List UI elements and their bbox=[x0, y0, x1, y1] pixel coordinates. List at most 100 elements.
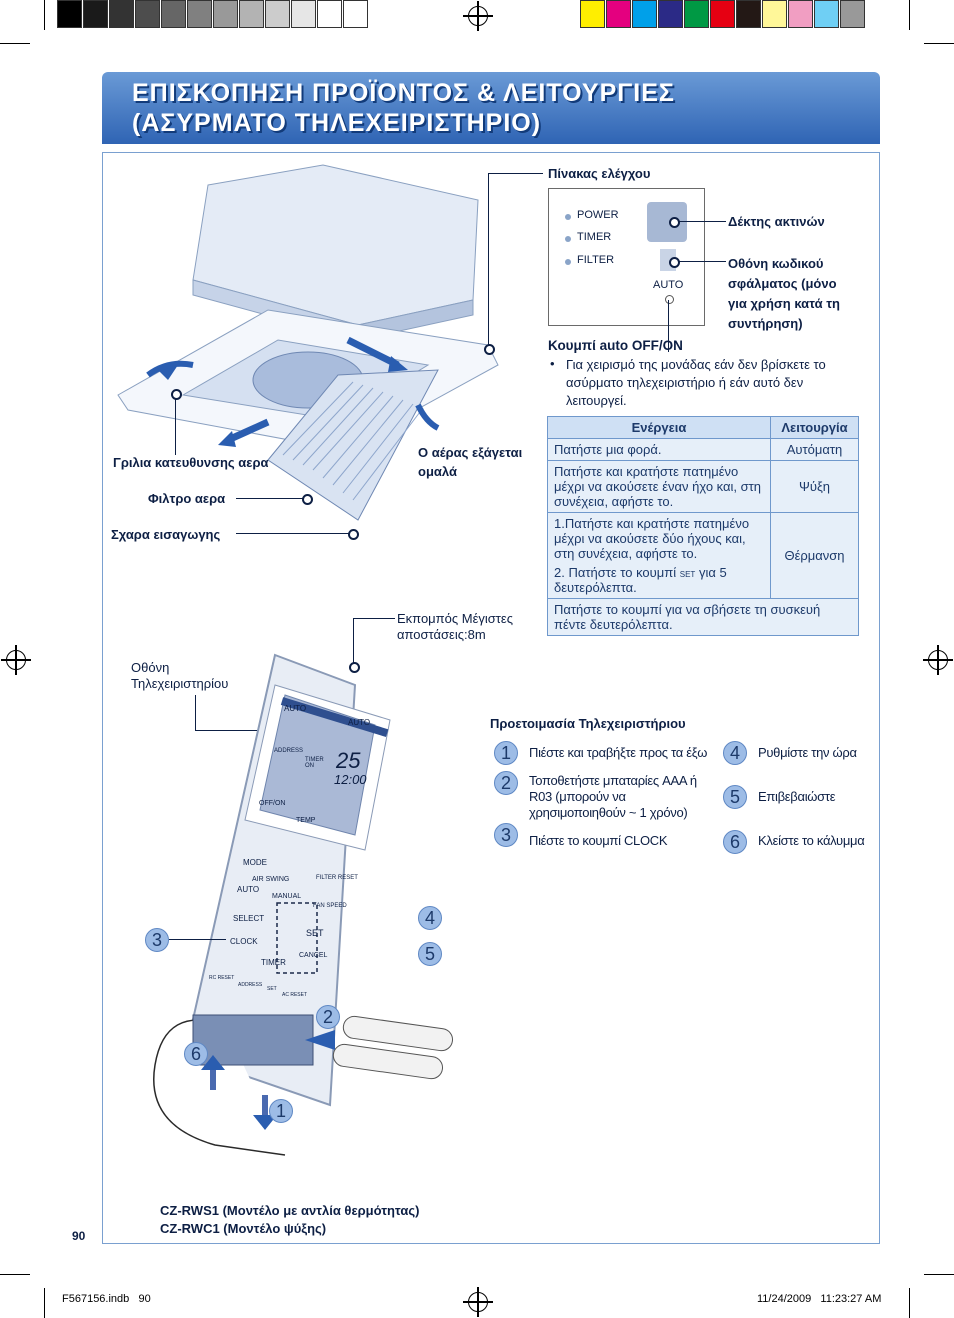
callout-dot bbox=[349, 662, 360, 673]
auto-label: AUTO bbox=[653, 279, 684, 291]
crop-mark bbox=[0, 1274, 30, 1275]
callout-line bbox=[175, 395, 176, 455]
step-text: Ρυθμίστε την ώρα bbox=[758, 745, 857, 760]
error-display-label: Οθόνη κωδικού σφάλματος (μόνο για χρήση … bbox=[728, 256, 840, 331]
crop-mark bbox=[909, 1288, 910, 1318]
crop-mark bbox=[924, 43, 954, 44]
auto-button[interactable] bbox=[665, 295, 674, 304]
table-cell-off: Πατήστε το κουμπί για να σβήσετε τη συσκ… bbox=[547, 598, 859, 636]
transmitter-label: Εκπομπός Μέγιστες αποστάσεις:8m bbox=[397, 611, 513, 642]
temp-button[interactable]: TEMP bbox=[296, 817, 316, 824]
clock-button[interactable]: CLOCK bbox=[230, 937, 258, 946]
table-cell-action: Πατήστε μια φορά. bbox=[547, 438, 771, 461]
table-row: Πατήστε το κουμπί για να σβήσετε τη συσκ… bbox=[547, 598, 859, 636]
table-header-mode: Λειτουργία bbox=[770, 416, 859, 439]
registration-mark-right bbox=[923, 645, 953, 675]
step-2-prefix: 2. Πατήστε το κουμπί bbox=[554, 565, 677, 580]
callout-line bbox=[195, 730, 265, 731]
table-cell-action: Πατήστε και κρατήστε πατημένο μέχρι να α… bbox=[547, 460, 771, 513]
air-swing-label: AIR SWING bbox=[252, 876, 290, 883]
model-2: CZ-RWC1 (Μοντέλο ψύξης) bbox=[160, 1221, 327, 1236]
led-label-filter: FILTER bbox=[577, 254, 615, 266]
control-panel-heading: Πίνακας ελέγχου bbox=[548, 166, 651, 181]
cassette-unit-illustration bbox=[117, 164, 499, 521]
lcd-address: ADDRESS bbox=[274, 748, 304, 754]
filter-led bbox=[565, 259, 571, 265]
table-row: Πατήστε μια φορά. Αυτόματη bbox=[547, 438, 859, 461]
crop-mark bbox=[924, 1274, 954, 1275]
mode-button[interactable]: MODE bbox=[243, 858, 267, 867]
callout-line bbox=[236, 533, 350, 534]
step-text: Τοποθετήστε μπαταρίες AAA ή R03 (μπορούν… bbox=[529, 773, 697, 820]
callout-line bbox=[195, 695, 196, 730]
fan-speed-button[interactable]: FAN SPEED bbox=[313, 903, 347, 909]
marker-5: 5 bbox=[418, 942, 442, 966]
callout-dot bbox=[171, 389, 182, 400]
marker-3: 3 bbox=[145, 928, 169, 952]
cmyk-color-bar bbox=[580, 0, 866, 30]
timer-button[interactable]: TIMER bbox=[261, 958, 286, 967]
registration-mark-bottom bbox=[463, 1287, 493, 1317]
step-number: 2 bbox=[494, 771, 518, 795]
prep-heading: Προετοιμασία Τηλεχειριστήριου bbox=[490, 716, 686, 731]
lcd-auto-right: AUTO bbox=[348, 718, 371, 727]
control-panel: POWER TIMER FILTER AUTO bbox=[548, 188, 705, 326]
title-line-2: (ΑΣΥΡΜΑΤΟ ΤΗΛΕΧΕΙΡΙΣΤΗΡΙΟ) bbox=[132, 109, 542, 137]
power-led bbox=[565, 214, 571, 220]
crop-mark bbox=[909, 0, 910, 30]
ac-reset-label: AC RESET bbox=[282, 992, 308, 998]
set-small-label: SET bbox=[267, 986, 277, 992]
callout-dot bbox=[484, 344, 495, 355]
step-number: 4 bbox=[723, 741, 747, 765]
callout-line bbox=[488, 173, 489, 348]
step-text: Πιέστε το κουμπί CLOCK bbox=[529, 833, 668, 848]
callout-dot bbox=[302, 494, 313, 505]
lcd-temperature: 25 bbox=[336, 748, 361, 773]
table-cell-mode: Αυτόματη bbox=[770, 438, 859, 461]
manual-swing-button[interactable]: MANUAL bbox=[272, 893, 302, 900]
set-button[interactable]: SET bbox=[306, 928, 324, 938]
lcd-time: 12:00 bbox=[334, 772, 367, 787]
auto-swing-button[interactable]: AUTO bbox=[237, 885, 260, 894]
filter-reset-button[interactable]: FILTER RESET bbox=[316, 875, 358, 881]
registration-mark-top bbox=[463, 1, 493, 31]
callout-line bbox=[668, 300, 669, 352]
page-number: 90 bbox=[72, 1229, 86, 1243]
bullet-icon: • bbox=[550, 356, 555, 371]
offon-button[interactable]: OFF/ON bbox=[259, 800, 286, 807]
callout-line bbox=[353, 618, 354, 666]
crop-mark bbox=[44, 0, 45, 30]
select-button[interactable]: SELECT bbox=[233, 914, 265, 923]
title-line-1: ΕΠΙΣΚΟΠΗΣΗ ΠΡΟΪΟΝΤΟΣ & ΛΕΙΤΟΥΡΓΙΕΣ bbox=[132, 79, 675, 107]
callout-dot bbox=[348, 529, 359, 540]
set-label: SET bbox=[679, 570, 696, 579]
table-cell-step-1: 1.Πατήστε και κρατήστε πατημένο μέχρι να… bbox=[554, 516, 750, 561]
callout-line bbox=[676, 221, 726, 222]
step-number: 1 bbox=[494, 741, 518, 765]
grayscale-color-bar bbox=[57, 0, 369, 30]
step-number: 5 bbox=[723, 785, 747, 809]
footer-date: 11/24/2009 11:23:27 AM bbox=[757, 1293, 882, 1305]
table-cell-action: 1.Πατήστε και κρατήστε πατημένο μέχρι να… bbox=[547, 512, 771, 599]
louver-label: Γριλια κατευθυνσης αερα bbox=[113, 455, 269, 470]
table-cell-mode: Θέρμανση bbox=[770, 512, 859, 599]
filter-label: Φιλτρο αερα bbox=[148, 491, 226, 506]
intake-grille-label: Σχαρα εισαγωγης bbox=[111, 527, 221, 542]
table-header-action: Ενέργεια bbox=[547, 416, 771, 439]
receiver-window bbox=[647, 202, 687, 242]
remote-illustration bbox=[153, 653, 454, 1156]
marker-6: 6 bbox=[184, 1042, 208, 1066]
step-text: Κλείστε το κάλυμμα bbox=[758, 833, 865, 848]
step-number: 6 bbox=[723, 830, 747, 854]
cancel-button[interactable]: CANCEL bbox=[299, 952, 328, 959]
step-text: Επιβεβαιώστε bbox=[758, 789, 836, 804]
lcd-auto-left: AUTO bbox=[284, 704, 307, 713]
callout-dot bbox=[669, 217, 680, 228]
registration-mark-left bbox=[1, 645, 31, 675]
marker-1: 1 bbox=[269, 1099, 293, 1123]
auto-button-description: Για χειρισμό της μονάδας εάν δεν βρίσκετ… bbox=[566, 357, 826, 408]
table-cell-mode: Ψύξη bbox=[770, 460, 859, 513]
marker-2: 2 bbox=[316, 1005, 340, 1029]
crop-mark bbox=[44, 1288, 45, 1318]
page-title: ΕΠΙΣΚΟΠΗΣΗ ΠΡΟΪΟΝΤΟΣ & ΛΕΙΤΟΥΡΓΙΕΣ (ΑΣΥΡ… bbox=[102, 72, 880, 144]
